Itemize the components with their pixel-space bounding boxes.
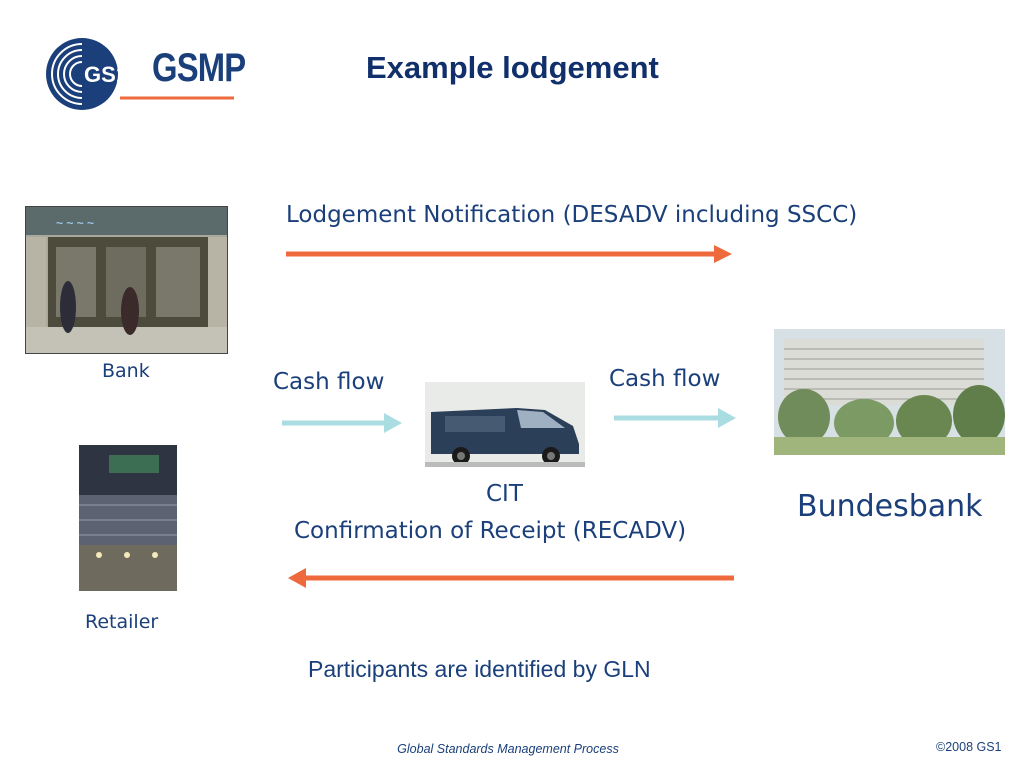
cit-van-photo xyxy=(425,382,585,467)
cash-flow-right-label: Cash flow xyxy=(609,366,721,392)
cash-flow-left-label: Cash flow xyxy=(273,369,385,395)
arrow-right-icon xyxy=(286,245,732,263)
retailer-label: Retailer xyxy=(85,611,159,633)
bank-label: Bank xyxy=(102,360,150,382)
copyright-text: ©2008 GS1 xyxy=(936,740,1002,754)
notification-arrow xyxy=(286,244,732,264)
svg-text:GS1: GS1 xyxy=(84,62,128,87)
svg-text:~ ~ ~ ~: ~ ~ ~ ~ xyxy=(56,216,94,230)
slide-title: Example lodgement xyxy=(366,50,659,85)
gsmp-wordmark: GSMP xyxy=(152,46,246,90)
bundesbank-photo xyxy=(774,329,1005,455)
cash-flow-left-arrow xyxy=(282,412,402,434)
arrow-right-icon xyxy=(282,413,402,433)
confirmation-arrow xyxy=(288,567,734,589)
arrow-right-icon xyxy=(614,408,736,428)
confirmation-label: Confirmation of Receipt (RECADV) xyxy=(294,518,687,544)
cit-label: CIT xyxy=(486,481,523,507)
participants-note: Participants are identified by GLN xyxy=(308,656,651,682)
notification-label: Lodgement Notification (DESADV including… xyxy=(286,202,858,228)
footer-text: Global Standards Management Process xyxy=(397,742,619,756)
retailer-photo xyxy=(79,445,177,591)
arrow-left-icon xyxy=(288,568,734,588)
bank-photo: ~ ~ ~ ~ xyxy=(25,206,228,354)
cash-flow-right-arrow xyxy=(614,407,736,429)
gs1-logo-icon: GS1 xyxy=(46,38,234,110)
gs1-logo: GS1 xyxy=(44,36,244,112)
bundesbank-label: Bundesbank xyxy=(797,489,983,524)
